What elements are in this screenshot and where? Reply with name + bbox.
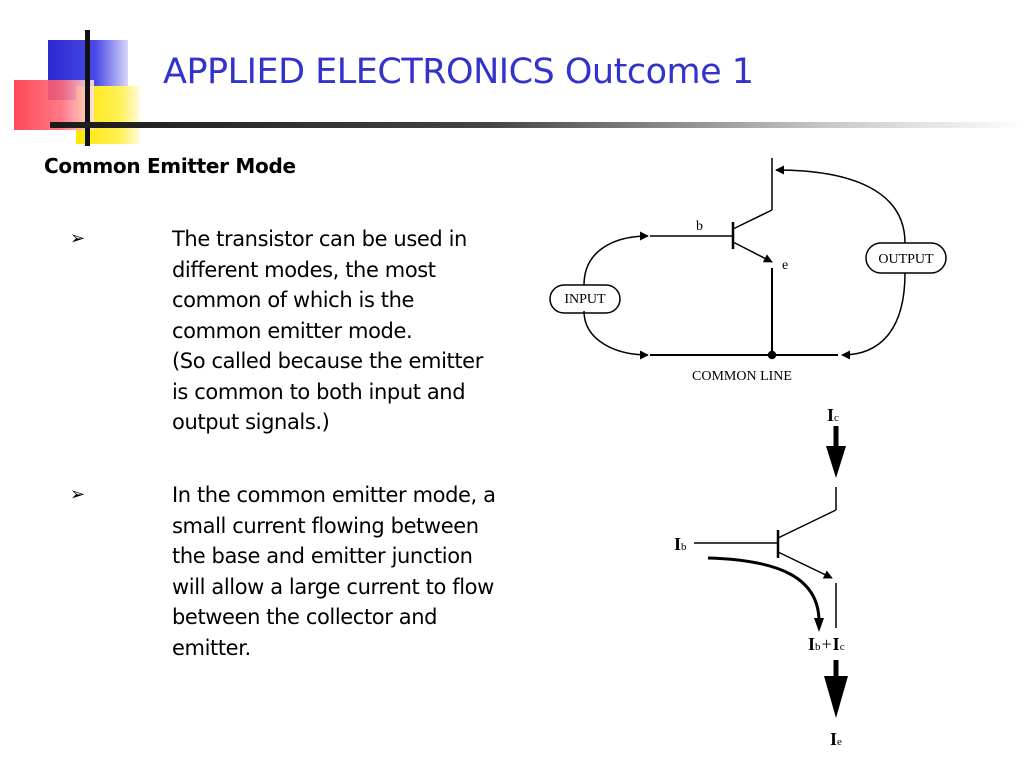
section-heading: Common Emitter Mode	[44, 154, 296, 178]
bullet-line: In the common emitter mode, a	[172, 483, 496, 507]
logo-graphic	[14, 30, 140, 146]
bullet-line: common emitter mode.	[172, 318, 413, 343]
bullet-line: The transistor can be used in	[172, 227, 467, 251]
bullet-paragraph-1: The transistor can be used in different …	[172, 224, 542, 438]
plus-sign: +	[822, 634, 832, 654]
output-box	[865, 242, 947, 274]
ib-plus-ic-label: Ib+Ic	[808, 634, 845, 654]
common-emitter-circuit	[549, 158, 947, 360]
input-label: INPUT	[564, 292, 606, 307]
bullet-line: emitter.	[172, 635, 251, 660]
common-junction-dot	[767, 350, 777, 360]
output-arrow-lower	[841, 272, 906, 360]
input-arrow-lower	[583, 310, 649, 360]
logo-vertical-bar	[85, 30, 90, 146]
current-symbol: I	[830, 729, 837, 749]
bullet-line: the base and emitter junction	[172, 544, 473, 568]
emitter-label: e	[782, 258, 788, 273]
current-symbol: I	[808, 634, 815, 654]
current-symbol: I	[674, 534, 681, 554]
ib-flow-curve	[707, 556, 821, 621]
ib-flow-arrow-head	[814, 618, 824, 632]
current-symbol: I	[827, 405, 834, 425]
current-subscript: b	[815, 641, 821, 653]
input-arrow-upper	[583, 231, 649, 286]
bullet-line: (So called because the emitter	[172, 349, 483, 373]
emitter-lead	[732, 241, 773, 263]
common-line-label: COMMON LINE	[692, 369, 792, 384]
slide-title: APPLIED ELECTRONICS Outcome 1	[163, 52, 754, 92]
collector-lead	[777, 509, 837, 539]
collector-lead	[732, 209, 773, 230]
base-label: b	[696, 219, 703, 234]
current-flow-diagram	[694, 426, 848, 718]
bullet-arrow-icon: ➢	[70, 484, 86, 505]
current-subscript: c	[834, 412, 839, 424]
current-subscript: e	[837, 736, 842, 748]
bullet-line: different modes, the most	[172, 257, 436, 282]
current-subscript: c	[840, 641, 845, 653]
emitter-lead	[777, 551, 833, 579]
ic-current-label: Ic	[827, 405, 839, 425]
output-arrow-upper	[775, 165, 906, 244]
current-symbol: I	[833, 634, 840, 654]
bullet-paragraph-2: In the common emitter mode, a small curr…	[172, 480, 542, 663]
logo-red-square	[14, 80, 94, 130]
bullet-line: between the collector and	[172, 605, 438, 629]
bullet-line: output signals.)	[172, 410, 330, 434]
title-underline	[50, 122, 1024, 128]
ic-arrow-head	[826, 446, 846, 478]
bullet-line: will allow a large current to flow	[172, 574, 494, 599]
bullet-arrow-icon: ➢	[70, 228, 86, 249]
bullet-line: is common to both input and	[172, 379, 466, 404]
ie-arrow-head	[824, 676, 848, 718]
current-subscript: b	[681, 541, 687, 553]
bullet-line: small current flowing between	[172, 513, 479, 538]
output-label: OUTPUT	[878, 252, 934, 267]
ib-current-label: Ib	[674, 534, 687, 554]
ie-current-label: Ie	[830, 729, 842, 749]
bullet-line: common of which is the	[172, 288, 415, 312]
input-box	[549, 284, 621, 314]
